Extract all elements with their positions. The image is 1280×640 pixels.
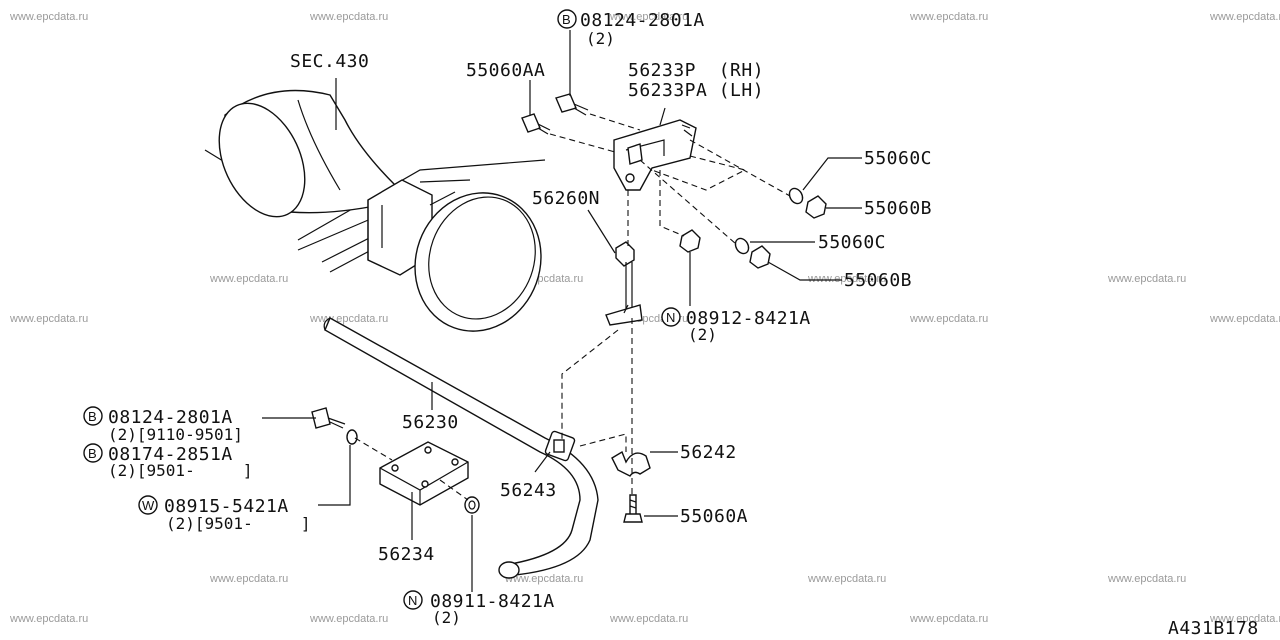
watermark-text: www.epcdata.ru: [909, 613, 988, 625]
watermark-text: www.epcdata.ru: [209, 273, 288, 285]
label-08915-5421A: 08915-5421A: [164, 496, 289, 517]
dashed-guide: [659, 170, 685, 237]
callout-n-mid: [661, 307, 681, 327]
watermark-text: www.epcdata.ru: [1209, 11, 1280, 23]
clamp-56242: [611, 450, 651, 523]
label-08912-8421A: 08912-8421A: [686, 308, 811, 329]
dashed-guide: [579, 433, 627, 452]
label-08124-2801A-top: 08124-2801A: [580, 10, 705, 31]
right-nuts-washers: [679, 187, 827, 269]
watermark-text: www.epcdata.ru: [9, 613, 88, 625]
label-55060B-lower: 55060B: [844, 270, 912, 291]
watermark-text: www.epcdata.ru: [9, 313, 88, 325]
dashed-guide: [589, 113, 641, 131]
leader-line: [659, 107, 666, 126]
diagram-code: A431B178: [1168, 618, 1259, 639]
label-56243: 56243: [500, 480, 557, 501]
callout-n-letter: N: [666, 310, 675, 325]
dashed-guide: [354, 437, 393, 461]
watermark-text: www.epcdata.ru: [807, 573, 886, 585]
leader-line: [802, 157, 862, 191]
watermark-text: www.epcdata.ru: [1209, 313, 1280, 325]
watermark-text: www.epcdata.ru: [609, 11, 688, 23]
callout-b-letter: B: [88, 409, 97, 424]
watermark-text: www.epcdata.ru: [504, 573, 583, 585]
label-55060C-upper: 55060C: [864, 148, 932, 169]
label-08124-2801A-left: 08124-2801A: [108, 407, 233, 428]
callout-w: [138, 495, 158, 515]
callout-n-bottom: [403, 590, 423, 610]
callout-b-top: [557, 9, 577, 29]
leader-line: [534, 451, 551, 473]
watermark-text: www.epcdata.ru: [909, 11, 988, 23]
watermark-text: www.epcdata.ru: [309, 613, 388, 625]
callout-w-letter: W: [142, 498, 155, 513]
watermark-text: www.epcdata.ru: [1209, 613, 1280, 625]
upper-bracket-56233P: [613, 119, 697, 191]
label-08911-8421A-qty: (2): [432, 608, 461, 627]
label-08912-8421A-qty: (2): [688, 325, 717, 344]
label-08911-8421A: 08911-8421A: [430, 591, 555, 612]
dashed-guide: [689, 139, 791, 197]
label-08174-2851A-qty: (2)[9501- ]: [108, 461, 253, 480]
label-08915-5421A-qty: (2)[9501- ]: [166, 514, 311, 533]
leader-line: [318, 445, 351, 506]
label-56230: 56230: [402, 412, 459, 433]
watermark-text: www.epcdata.ru: [1107, 573, 1186, 585]
watermark-text: www.epcdata.ru: [209, 573, 288, 585]
left-bolt-assembly: [311, 407, 480, 514]
watermark-text: www.epcdata.ru: [909, 313, 988, 325]
label-08124-2801A-left-qty: (2)[9110-9501]: [108, 425, 243, 444]
label-55060B-upper: 55060B: [864, 198, 932, 219]
callout-n-letter: N: [408, 593, 417, 608]
dashed-guide: [549, 133, 616, 153]
watermark-text: www.epcdata.ru: [9, 11, 88, 23]
watermark-text: www.epcdata.ru: [1107, 273, 1186, 285]
label-08174-2851A: 08174-2851A: [108, 444, 233, 465]
callout-b-left1: [83, 406, 103, 426]
watermark-text: www.epcdata.ru: [609, 613, 688, 625]
label-08124-2801A-top-qty: (2): [586, 29, 615, 48]
label-56242: 56242: [680, 442, 737, 463]
label-sec-430: SEC.430: [290, 51, 369, 72]
label-55060A: 55060A: [680, 506, 748, 527]
callout-b-letter: B: [562, 12, 571, 27]
label-56234: 56234: [378, 544, 435, 565]
bracket-56234: [379, 441, 469, 506]
watermark-text: www.epcdata.ru: [807, 273, 886, 285]
dashed-guide: [561, 329, 619, 440]
axle-housing-drawing: [204, 89, 546, 332]
connecting-rod-56260N: [605, 241, 643, 326]
stabilizer-bar: [323, 317, 599, 579]
label-56233PA: 56233PA (LH): [628, 80, 764, 101]
dashed-guide: [439, 479, 469, 501]
label-56233P: 56233P (RH): [628, 60, 764, 81]
dashed-guide: [639, 159, 737, 245]
watermark-text: www.epcdata.ru: [309, 11, 388, 23]
top-bolts: [521, 93, 589, 135]
callout-b-left2: [83, 443, 103, 463]
callout-b-letter: B: [88, 446, 97, 461]
label-55060C-lower: 55060C: [818, 232, 886, 253]
watermark-text: www.epcdata.ru: [309, 313, 388, 325]
label-55060AA: 55060AA: [466, 60, 545, 81]
label-56260N: 56260N: [532, 188, 600, 209]
leader-line: [587, 209, 616, 254]
leader-line: [767, 261, 842, 281]
